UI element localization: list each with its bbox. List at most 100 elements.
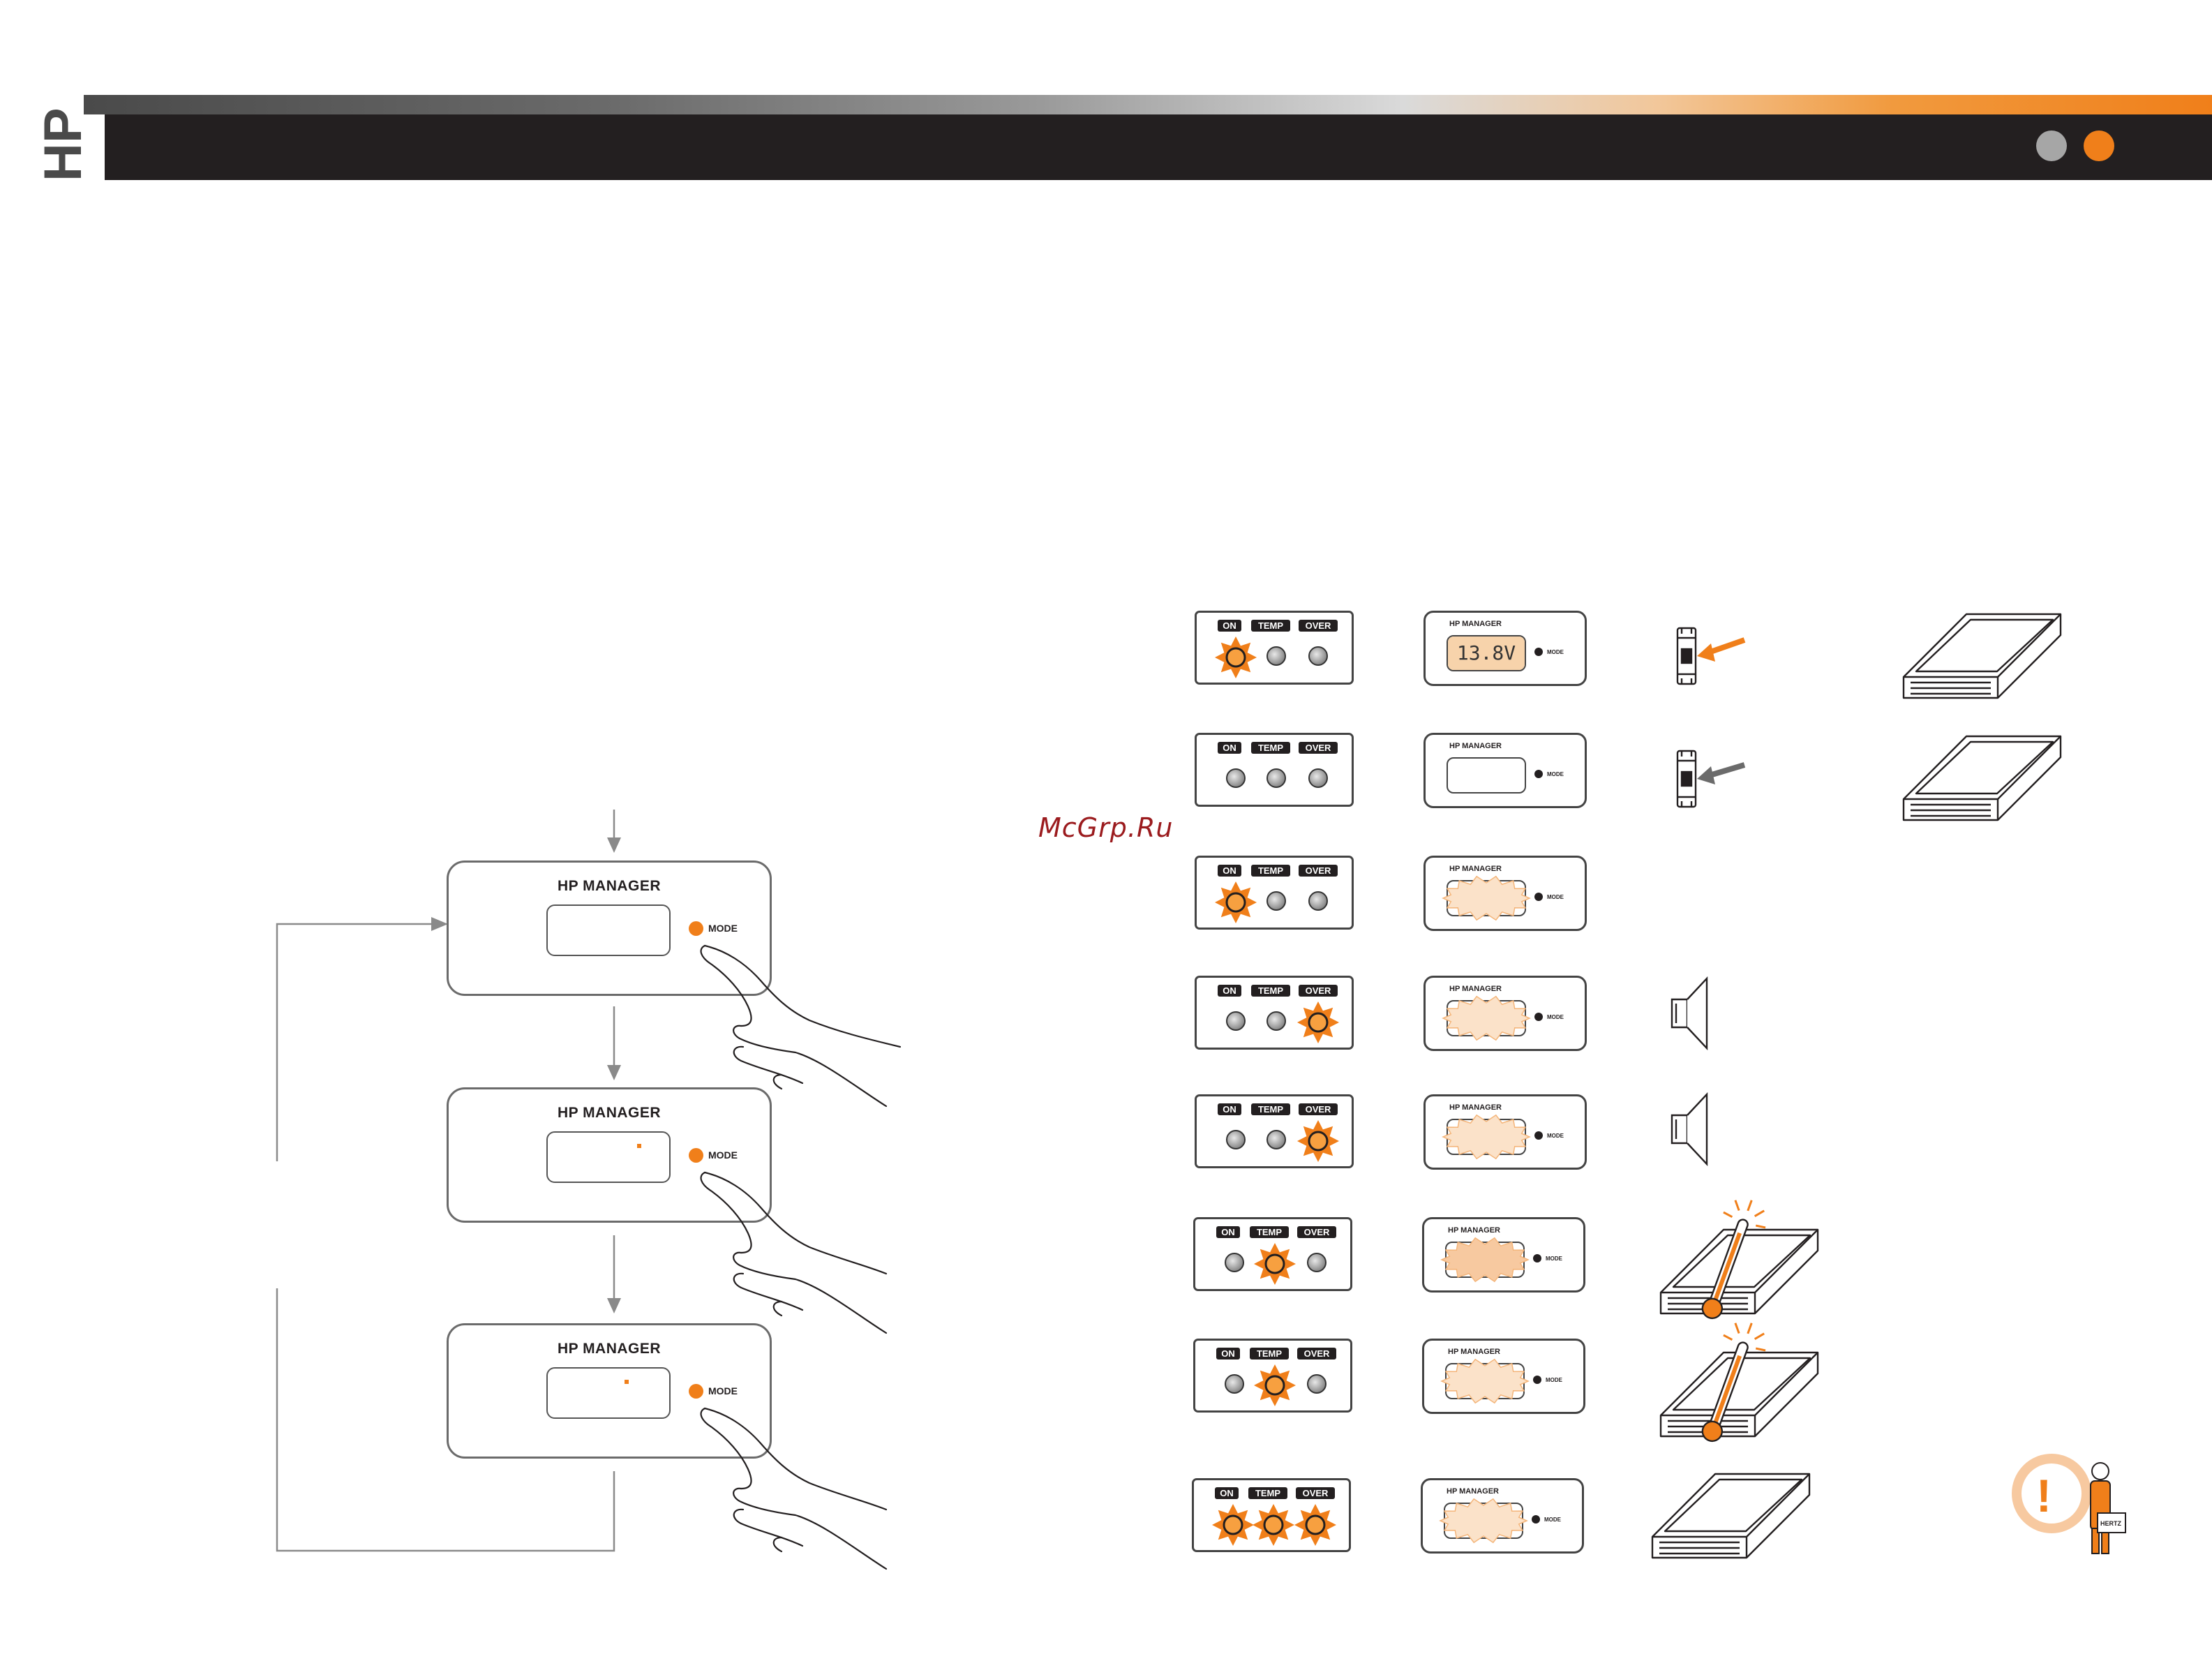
led-over-off <box>1308 768 1328 788</box>
hand-pointer-icon <box>700 944 902 1108</box>
svg-text:HP: HP <box>40 107 85 181</box>
panel-display <box>546 1131 671 1183</box>
mode-button[interactable] <box>1533 1254 1541 1262</box>
led-label-temp: TEMP <box>1251 742 1290 754</box>
flashing-display-icon <box>1439 1498 1528 1544</box>
led-on-lit-icon <box>1215 636 1257 678</box>
led-temp-off <box>1266 646 1286 666</box>
led-label-temp: TEMP <box>1251 865 1290 877</box>
led-label-on: ON <box>1218 1103 1241 1115</box>
panel-display <box>1440 1237 1530 1283</box>
led-label-temp: TEMP <box>1250 1348 1289 1360</box>
speaker-icon <box>1671 977 1708 1050</box>
led-on-off <box>1226 1011 1246 1031</box>
led-label-over: OVER <box>1299 1103 1338 1115</box>
mode-button[interactable] <box>1534 1131 1543 1140</box>
flashing-display-icon <box>1440 1237 1530 1283</box>
led-on-off <box>1225 1253 1244 1272</box>
led-label-temp: TEMP <box>1251 620 1290 632</box>
led-over-lit-icon <box>1297 1001 1339 1043</box>
led-label-on: ON <box>1218 985 1241 997</box>
led-label-temp: TEMP <box>1250 1226 1289 1238</box>
led-on-off <box>1225 1374 1244 1394</box>
amplifier-icon <box>1902 613 2062 699</box>
panel-display <box>1442 1114 1531 1160</box>
display-segment <box>637 1144 641 1148</box>
panel-display <box>1440 1358 1530 1404</box>
svg-text:!: ! <box>2036 1470 2052 1521</box>
mode-button[interactable] <box>1534 1013 1543 1021</box>
watermark: McGrp.Ru <box>1038 812 1174 843</box>
mode-button[interactable] <box>1534 648 1543 656</box>
mode-button[interactable] <box>689 921 703 936</box>
mode-label: MODE <box>1547 894 1564 900</box>
panel-title: HP MANAGER <box>557 1341 662 1357</box>
header-black-bar <box>105 114 2212 180</box>
led-on-off <box>1226 768 1246 788</box>
hp-manager-panel-3: HP MANAGER MODE <box>447 1323 772 1459</box>
led-on-lit-icon <box>1212 1504 1254 1546</box>
amplifier-icon <box>1902 735 2062 821</box>
mode-label: MODE <box>1547 1133 1564 1139</box>
amplifier-icon <box>1651 1473 1811 1559</box>
led-label-over: OVER <box>1299 620 1338 632</box>
led-status-panel: ON TEMP OVER <box>1192 1478 1351 1552</box>
panel-title: HP MANAGER <box>1449 865 1502 873</box>
speaker-icon <box>1671 1093 1708 1165</box>
led-temp-off <box>1266 1011 1286 1031</box>
display-segment <box>625 1380 629 1384</box>
led-over-off <box>1308 891 1328 911</box>
led-label-on: ON <box>1218 742 1241 754</box>
led-status-panel: ON TEMP OVER <box>1195 1094 1354 1168</box>
led-label-over: OVER <box>1296 1487 1335 1499</box>
panel-display <box>1439 1498 1528 1544</box>
led-label-temp: TEMP <box>1248 1487 1287 1499</box>
mode-button[interactable] <box>1534 770 1543 778</box>
led-on-off <box>1226 1130 1246 1149</box>
mode-button[interactable] <box>1532 1515 1540 1524</box>
panel-title: HP MANAGER <box>1449 1103 1502 1112</box>
page-indicator-gray <box>2036 131 2067 161</box>
panel-title: HP MANAGER <box>1449 620 1502 628</box>
panel-title: HP MANAGER <box>1449 985 1502 993</box>
mode-label: MODE <box>1547 649 1564 655</box>
led-label-on: ON <box>1218 620 1241 632</box>
mode-button[interactable] <box>1533 1376 1541 1384</box>
led-label-temp: TEMP <box>1251 1103 1290 1115</box>
led-label-on: ON <box>1216 1348 1240 1360</box>
panel-title: HP MANAGER <box>1449 742 1502 750</box>
mode-button[interactable] <box>689 1384 703 1399</box>
flashing-display-icon <box>1442 875 1531 921</box>
led-label-over: OVER <box>1299 985 1338 997</box>
led-over-lit-icon <box>1297 1120 1339 1162</box>
svg-text:HERTZ: HERTZ <box>2100 1520 2121 1527</box>
mode-label: MODE <box>1547 771 1564 777</box>
mode-label: MODE <box>1546 1377 1562 1383</box>
panel-display <box>546 904 671 956</box>
panel-display <box>1442 875 1531 921</box>
panel-display <box>1447 757 1526 794</box>
mode-label: MODE <box>1546 1256 1562 1262</box>
led-label-on: ON <box>1216 1226 1240 1238</box>
panel-title: HP MANAGER <box>557 1105 662 1121</box>
fuse-icon <box>1676 627 1697 685</box>
panel-display <box>546 1367 671 1419</box>
led-label-on: ON <box>1218 865 1241 877</box>
panel-title: HP MANAGER <box>1447 1487 1499 1496</box>
hp-manager-panel-2: HP MANAGER MODE <box>447 1087 772 1223</box>
panel-title: HP MANAGER <box>557 878 662 894</box>
mode-button[interactable] <box>1534 893 1543 901</box>
mode-button[interactable] <box>689 1148 703 1163</box>
led-label-on: ON <box>1215 1487 1239 1499</box>
led-temp-off <box>1266 768 1286 788</box>
mode-label: MODE <box>708 923 738 934</box>
